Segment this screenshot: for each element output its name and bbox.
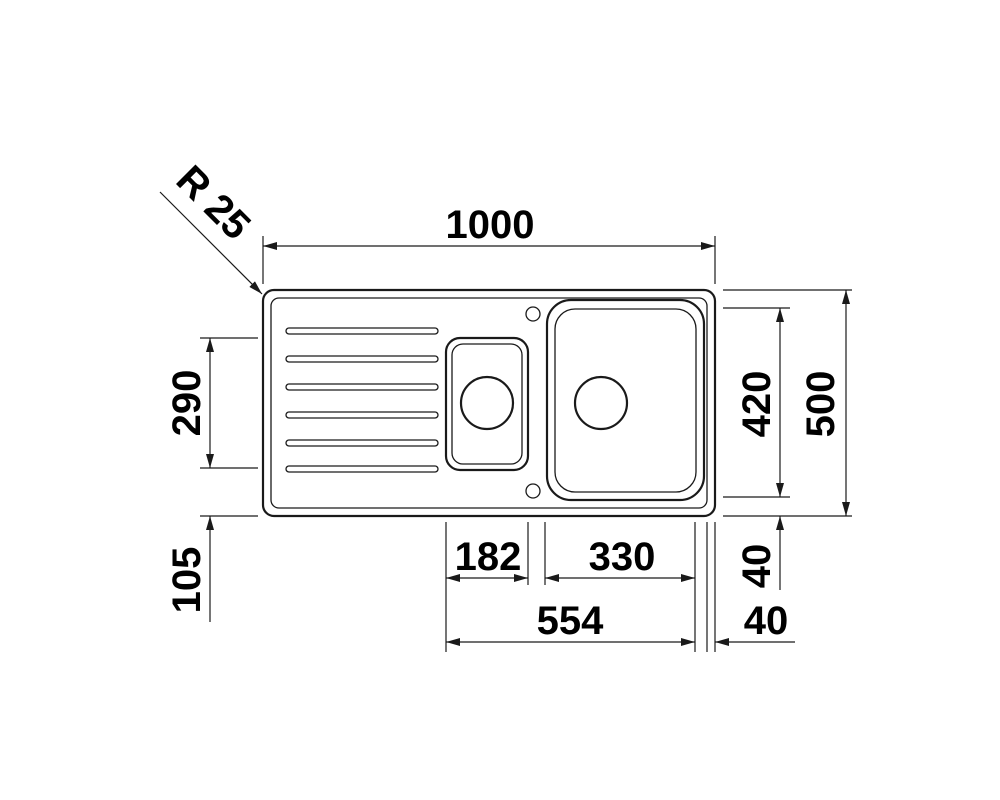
main-bowl-drain-icon [573,375,629,431]
label-bowls-total-width: 554 [537,599,604,643]
drainer-groove [285,383,439,391]
label-bottom-margin: 40 [735,544,779,589]
small-bowl [444,336,530,472]
label-overall-width: 1000 [446,203,535,247]
label-small-bowl-width: 182 [455,535,522,579]
label-overall-depth: 500 [799,371,843,438]
label-front-margin: 105 [165,547,209,614]
drainer-groove [285,439,439,447]
main-bowl-inner [554,308,697,493]
label-main-bowl-width: 330 [589,535,656,579]
drainer-groove [285,327,439,335]
main-bowl [545,298,706,502]
label-side-margin: 40 [744,599,789,643]
small-bowl-outer [444,336,530,472]
extension-lines [200,236,852,652]
dimension-lines [159,191,850,646]
sink-inner-edge [270,297,708,509]
label-drainer-depth: 290 [165,370,209,437]
sink-outline [261,288,717,518]
small-bowl-inner [451,343,523,465]
small-bowl-drain-icon [459,375,515,431]
drainer-groove [285,465,439,473]
label-corner-radius: R 25 [168,157,259,248]
sink-outer-edge [261,288,717,518]
dim-line-corner-radius [159,191,263,295]
tap-hole-icon [525,306,541,322]
main-bowl-outer [545,298,706,502]
drainer-groove [285,411,439,419]
drainer-grooves [285,327,439,473]
drainer-groove [285,355,439,363]
overflow-hole-icon [525,483,541,499]
label-main-bowl-depth: 420 [735,371,779,438]
